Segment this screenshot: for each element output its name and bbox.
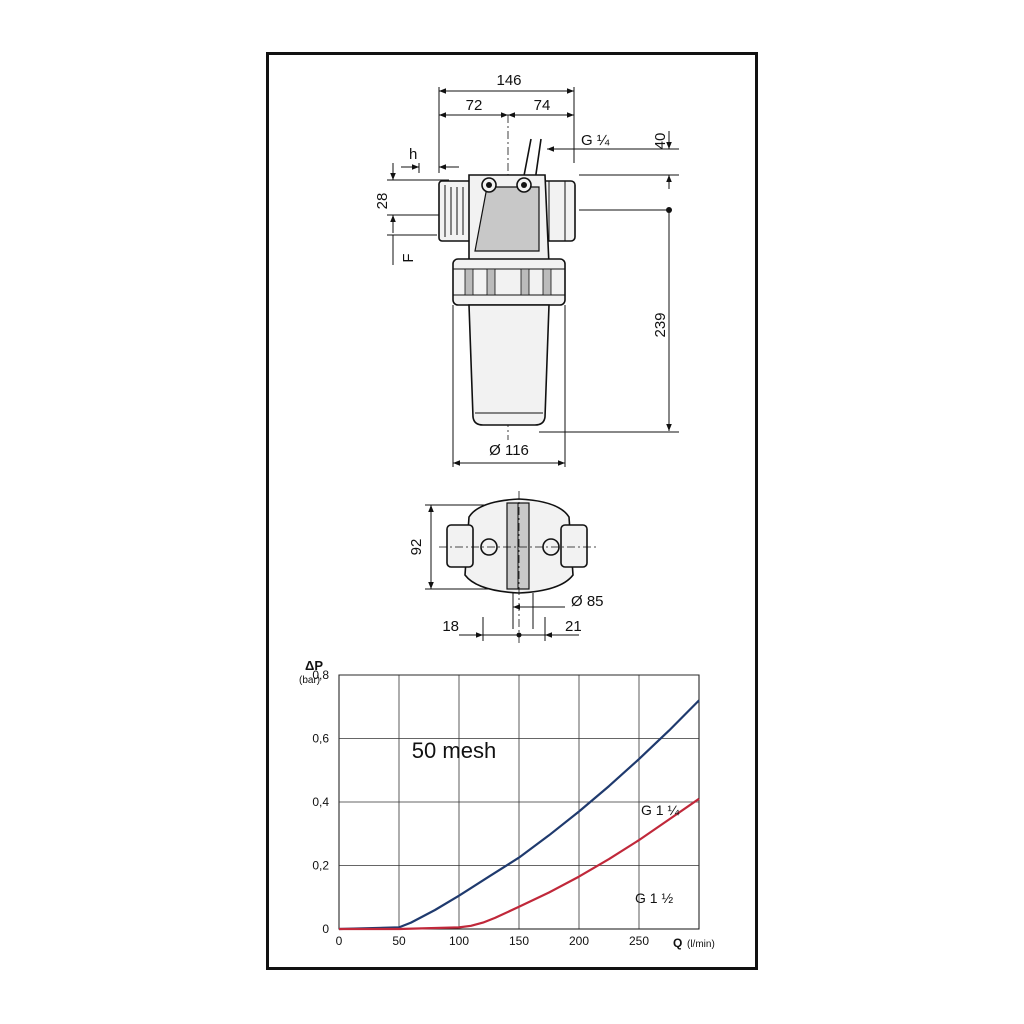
drawing-frame: 146 72 74 G ¼ 40 239 h [266, 52, 758, 970]
dim-right-width: 74 [534, 97, 551, 114]
dim-top-offset: 40 [652, 133, 669, 150]
dim-height: 239 [652, 312, 669, 337]
dim-bracket-hole: Ø 85 [571, 593, 604, 610]
dim-offset-right: 21 [565, 618, 582, 635]
x-tick-label: 100 [449, 934, 469, 948]
x-tick-label: 200 [569, 934, 589, 948]
x-tick-label: 50 [392, 934, 406, 948]
y-tick-label: 0,2 [312, 859, 329, 873]
filter-side-view: 146 72 74 G ¼ 40 239 h [374, 72, 679, 467]
chart-ylabel: ΔP [305, 658, 323, 673]
dim-left-width: 72 [466, 97, 483, 114]
chart-yunit: (bar) [299, 675, 320, 686]
chart-grid [339, 674, 699, 929]
dim-f-label: F [400, 253, 417, 262]
dim-thread: 28 [374, 193, 391, 210]
dim-total-width: 146 [496, 72, 521, 89]
y-tick-label: 0,6 [312, 732, 329, 746]
x-tick-label: 0 [336, 934, 343, 948]
y-tick-label: 0,4 [312, 795, 329, 809]
pressure-drop-chart: ΔP (bar) 0 50 100 150 200 250 0 0,2 0,4 0,6 0,8 50… [299, 658, 715, 950]
technical-drawing: 146 72 74 G ¼ 40 239 h [299, 72, 715, 950]
series-line-1 [339, 797, 700, 931]
series-line-0 [338, 699, 700, 931]
x-tick-label: 250 [629, 934, 649, 948]
chart-xunit: (l/min) [687, 939, 715, 950]
dim-h-label: h [409, 146, 417, 163]
series-label-g1-1-2: G 1 ½ [635, 890, 673, 906]
filter-top-view: 92 Ø 85 18 21 [408, 491, 604, 645]
y-tick-label: 0,8 [312, 668, 329, 682]
dim-bracket-width: 92 [408, 539, 425, 556]
chart-title: 50 mesh [412, 738, 496, 763]
series-label-g1-1-4: G 1 ¼ [641, 802, 679, 818]
dim-offset-left: 18 [442, 618, 459, 635]
dim-port-gauge: G ¼ [581, 132, 610, 149]
chart-xlabel: Q [673, 936, 682, 950]
dim-bowl-diameter: Ø 116 [489, 442, 529, 459]
x-tick-label: 150 [509, 934, 529, 948]
y-tick-label: 0 [322, 922, 329, 936]
